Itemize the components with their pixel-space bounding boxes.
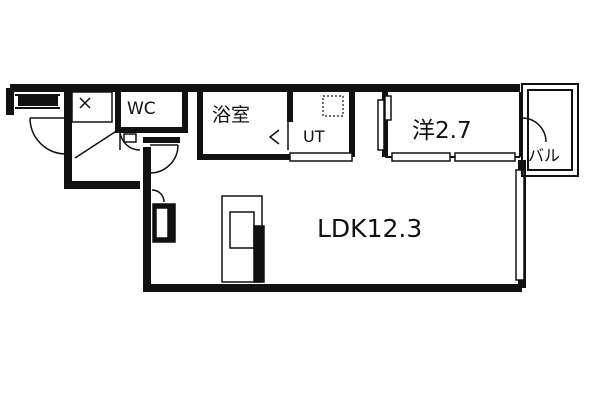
western-sliding-door	[377, 95, 392, 151]
kitchen	[221, 195, 265, 283]
room-label-ldk: LDK12.3	[317, 214, 423, 243]
utility-box	[151, 189, 176, 243]
hall-closet	[71, 91, 119, 159]
room-label-utility: UT	[303, 127, 325, 146]
room-label-balcony: バル	[528, 146, 561, 165]
interior-walls	[115, 92, 388, 160]
room-label-bath: 浴室	[212, 104, 251, 126]
washer-pan	[322, 95, 344, 117]
balcony-door	[521, 117, 547, 148]
room-label-western: 洋2.7	[412, 118, 472, 144]
bath-door	[268, 122, 289, 150]
wc-door	[119, 129, 141, 151]
shoe-cabinet	[18, 94, 58, 106]
room-label-wc: WC	[127, 99, 156, 119]
windows	[289, 152, 525, 281]
ldk-door	[149, 144, 179, 174]
entrance-door	[29, 117, 67, 155]
